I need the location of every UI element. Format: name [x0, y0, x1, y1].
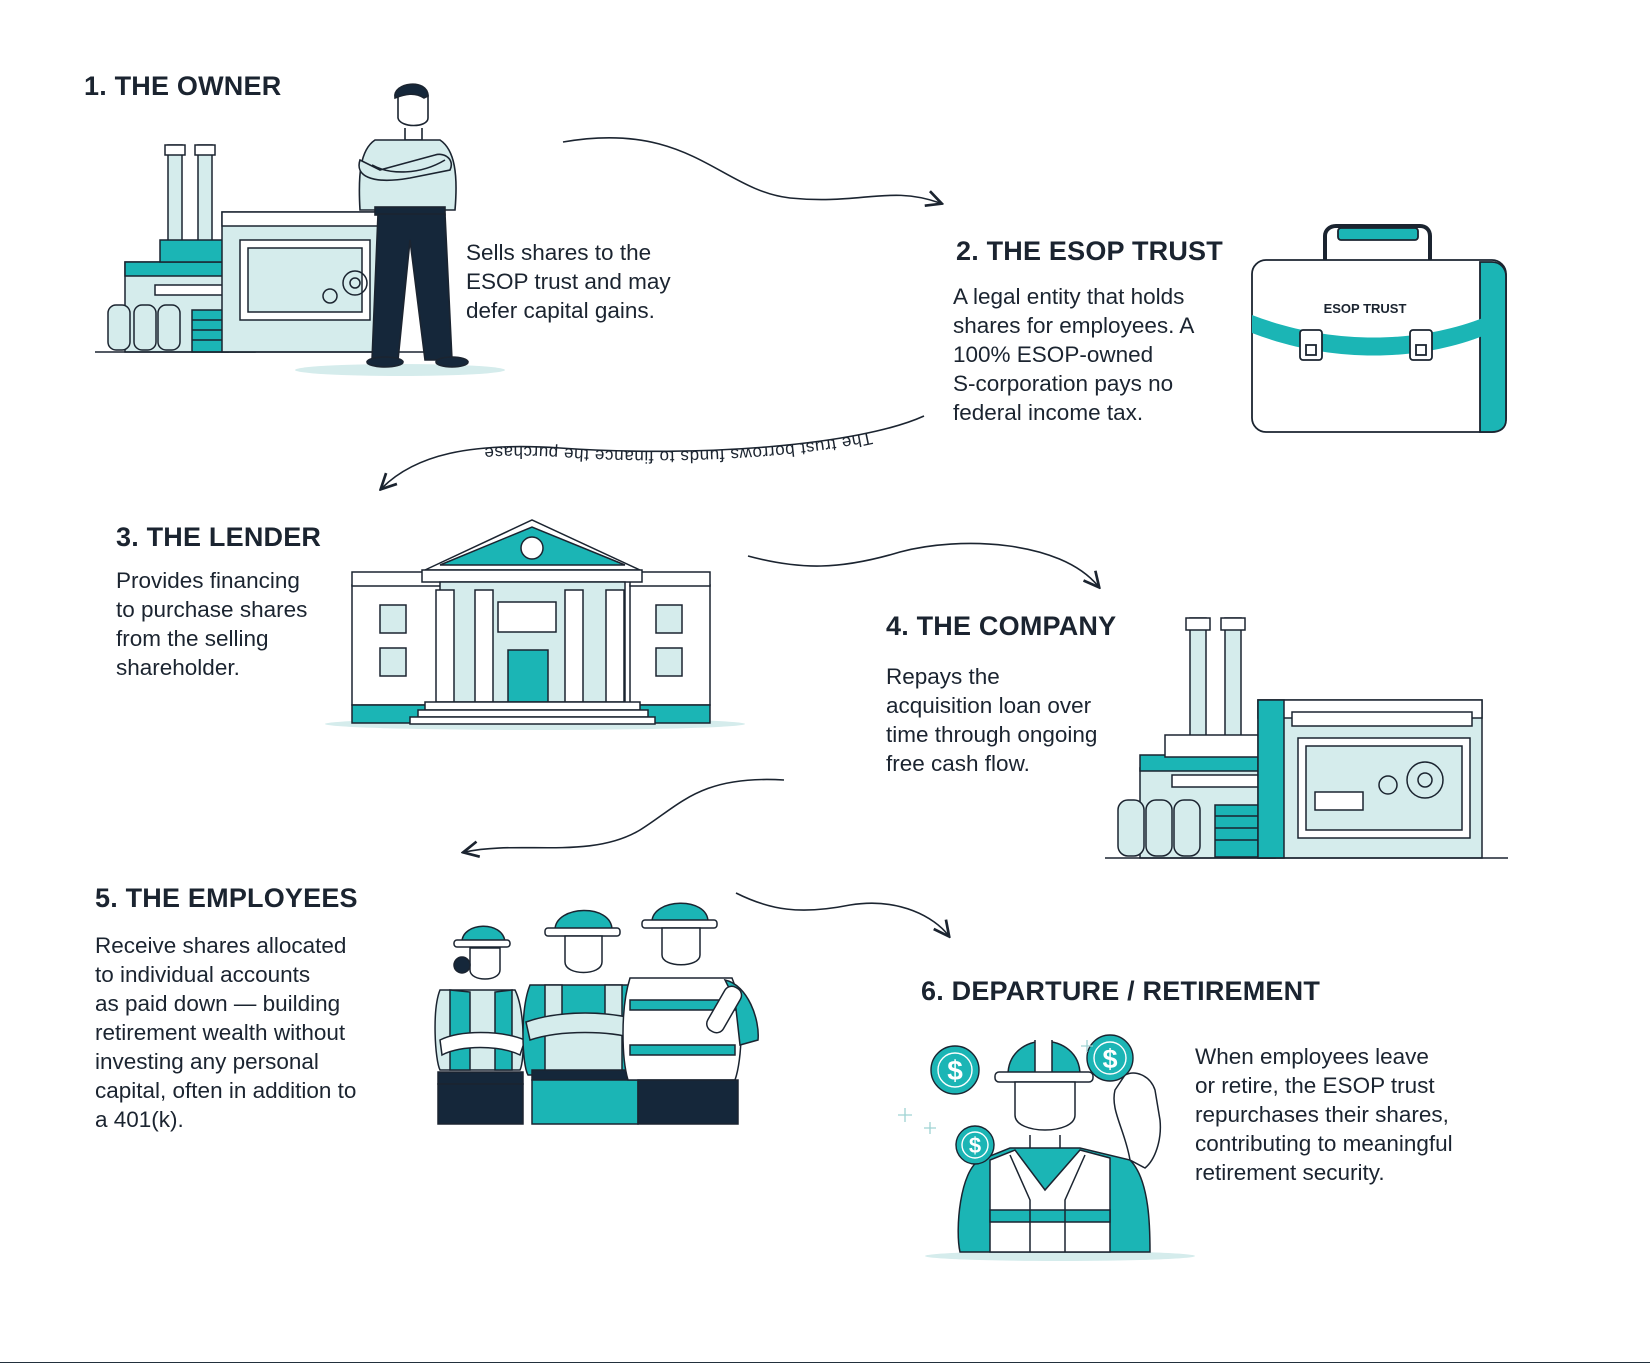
- step-3-title: 3. THE LENDER: [116, 522, 322, 552]
- owner-person-icon: [358, 83, 469, 368]
- arrow-label-text: The trust borrows funds to finance the p…: [483, 428, 873, 466]
- briefcase-icon: [1251, 224, 1507, 433]
- step-5-description: Receive shares allocated to individual a…: [95, 931, 356, 1134]
- step-5-line: to individual accounts: [95, 962, 311, 987]
- step-6-line: or retire, the ESOP trust: [1195, 1073, 1435, 1098]
- step-1-line: Sells shares to the: [466, 240, 652, 265]
- step-5-line: retirement wealth without: [95, 1020, 346, 1045]
- step-2-line: A legal entity that holds: [953, 284, 1185, 309]
- step-2-line: S-corporation pays no: [953, 371, 1174, 396]
- step-4-title: 4. THE COMPANY: [886, 611, 1117, 641]
- arrow-label-trust-borrows: The trust borrows funds to finance the p…: [483, 428, 874, 466]
- step-4-line: acquisition loan over: [886, 693, 1092, 718]
- briefcase-label: ESOP TRUST: [1324, 301, 1407, 316]
- step-1-description: Sells shares to the ESOP trust and may d…: [466, 238, 671, 325]
- step-4-line: time through ongoing: [886, 722, 1098, 747]
- arrow-owner-to-trust: [562, 137, 940, 203]
- step-6-line: repurchases their shares,: [1195, 1102, 1449, 1127]
- workers-group-icon: [434, 902, 759, 1125]
- step-4-line: Repays the: [886, 664, 1000, 689]
- step-5-line: as paid down — building: [95, 991, 341, 1016]
- bottom-divider: [0, 1362, 1650, 1363]
- step-5-line: Receive shares allocated: [95, 933, 347, 958]
- step-5-line: investing any personal: [95, 1049, 319, 1074]
- step-1-line: ESOP trust and may: [466, 269, 671, 294]
- step-2-description: A legal entity that holds shares for emp…: [953, 282, 1194, 427]
- step-2-line: 100% ESOP-owned: [953, 342, 1154, 367]
- step-6-line: contributing to meaningful: [1195, 1131, 1453, 1156]
- sparkle-icon: [898, 1040, 1093, 1134]
- step-6-line: When employees leave: [1195, 1044, 1429, 1069]
- coin-dollar-sign: $: [1102, 1044, 1117, 1074]
- step-6-description: When employees leave or retire, the ESOP…: [1195, 1042, 1453, 1187]
- bank-building-icon: [325, 519, 745, 730]
- retiree-worker-icon: [925, 1040, 1195, 1261]
- step-1-line: defer capital gains.: [466, 298, 655, 323]
- step-3-line: Provides financing: [116, 568, 300, 593]
- step-4-description: Repays the acquisition loan over time th…: [886, 662, 1097, 778]
- step-3-line: to purchase shares: [116, 597, 308, 622]
- coin-dollar-sign: $: [969, 1133, 981, 1158]
- step-3-line: from the selling: [116, 626, 269, 651]
- step-5-line: a 401(k).: [95, 1107, 184, 1132]
- factory-icon: [95, 144, 505, 376]
- arrow-employees-to-retirement: [735, 892, 948, 935]
- coin-dollar-sign: $: [947, 1055, 963, 1086]
- step-2-line: shares for employees. A: [953, 313, 1195, 338]
- step-4-line: free cash flow.: [886, 751, 1030, 776]
- arrow-company-to-employees: [465, 778, 785, 852]
- step-3-description: Provides financing to purchase shares fr…: [116, 566, 307, 682]
- arrow-trust-to-lender: [382, 415, 925, 488]
- step-3-line: shareholder.: [116, 655, 240, 680]
- step-5-title: 5. THE EMPLOYEES: [95, 883, 358, 913]
- step-6-line: retirement security.: [1195, 1160, 1385, 1185]
- arrow-lender-to-company: [747, 542, 1098, 586]
- dollar-coin-icon: [930, 1034, 1134, 1165]
- step-2-title: 2. THE ESOP TRUST: [956, 236, 1223, 266]
- step-1-title: 1. THE OWNER: [84, 71, 282, 101]
- company-factory-icon: [1105, 617, 1508, 859]
- step-5-line: capital, often in addition to: [95, 1078, 357, 1103]
- step-2-line: federal income tax.: [953, 400, 1144, 425]
- step-6-title: 6. DEPARTURE / RETIREMENT: [921, 976, 1321, 1006]
- flow-arrows: [382, 137, 1098, 935]
